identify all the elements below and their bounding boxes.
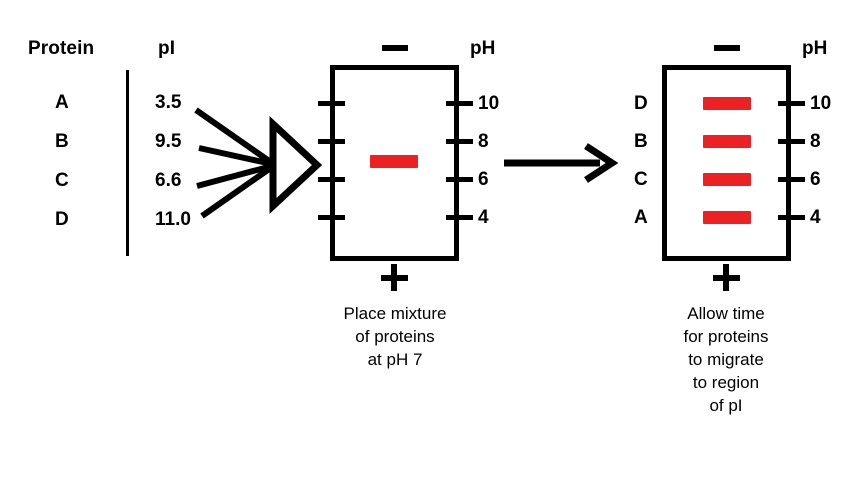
funnel-triangle-icon xyxy=(269,115,323,215)
gel-start-ph-axis-title: pH xyxy=(470,38,496,59)
gel-start-ph-tick-label-2: 6 xyxy=(478,169,489,190)
gel-start-left-tick-1 xyxy=(318,139,345,144)
table-cell-pi-3: 11.0 xyxy=(155,209,191,230)
convergence-lines xyxy=(194,107,274,219)
gel-result-right-tick-0 xyxy=(778,101,805,106)
table-divider xyxy=(126,70,129,256)
convergence-line-d xyxy=(200,164,274,219)
convergence-line-b xyxy=(198,145,273,167)
gel-result-band-0 xyxy=(703,97,751,110)
gel-result-chamber xyxy=(662,65,791,261)
right-arrow-icon xyxy=(504,143,619,183)
table-header-protein: Protein xyxy=(28,38,95,59)
gel-result-cathode-sign xyxy=(714,45,740,51)
gel-result-right-tick-1 xyxy=(778,139,805,144)
right-arrow-head xyxy=(584,143,619,183)
gel-start-right-tick-1 xyxy=(446,139,473,144)
table-cell-protein-1: B xyxy=(55,131,69,152)
gel-start-right-tick-3 xyxy=(446,215,473,220)
gel-result-band-label-3: A xyxy=(634,207,648,228)
gel-start-anode-sign-vertical xyxy=(391,264,397,291)
gel-result-band-3 xyxy=(703,211,751,224)
gel-result-ph-axis-title: pH xyxy=(802,38,828,59)
gel-start-caption: Place mixture of proteins at pH 7 xyxy=(343,304,447,369)
table-cell-pi-1: 9.5 xyxy=(155,131,182,152)
gel-result-ph-tick-label-1: 8 xyxy=(810,131,821,152)
gel-result-ph-tick-label-0: 10 xyxy=(810,93,832,114)
gel-start-chamber xyxy=(330,65,459,261)
gel-start-ph-tick-label-0: 10 xyxy=(478,93,500,114)
gel-start-left-tick-0 xyxy=(318,101,345,106)
table-cell-pi-2: 6.6 xyxy=(155,170,182,191)
convergence-line-a xyxy=(194,107,274,166)
gel-result-right-tick-3 xyxy=(778,215,805,220)
gel-result-ph-tick-label-2: 6 xyxy=(810,169,821,190)
gel-start-ph-tick-label-1: 8 xyxy=(478,131,489,152)
gel-result-band-label-2: C xyxy=(634,169,648,190)
table-cell-protein-3: D xyxy=(55,209,69,230)
gel-start-left-tick-3 xyxy=(318,215,345,220)
gel-result-band-label-1: B xyxy=(634,131,648,152)
gel-result-band-1 xyxy=(703,135,751,148)
gel-start-left-tick-2 xyxy=(318,177,345,182)
convergence-line-c xyxy=(196,163,273,189)
gel-start-ph-tick-label-3: 4 xyxy=(478,207,489,228)
gel-start-cathode-sign xyxy=(382,45,408,51)
gel-result-right-tick-2 xyxy=(778,177,805,182)
table-cell-protein-0: A xyxy=(55,92,69,113)
table-cell-protein-2: C xyxy=(55,170,69,191)
gel-result-anode-sign-vertical xyxy=(723,264,729,291)
gel-result-caption: Allow time for proteins to migrate to re… xyxy=(683,304,769,415)
gel-result-band-2 xyxy=(703,173,751,186)
gel-start-band-mixture xyxy=(370,155,418,168)
gel-start-right-tick-2 xyxy=(446,177,473,182)
gel-start-right-tick-0 xyxy=(446,101,473,106)
table-header-pi: pI xyxy=(158,38,176,59)
gel-result-ph-tick-label-3: 4 xyxy=(810,207,821,228)
gel-result-band-label-0: D xyxy=(634,93,648,114)
table-cell-pi-0: 3.5 xyxy=(155,92,182,113)
